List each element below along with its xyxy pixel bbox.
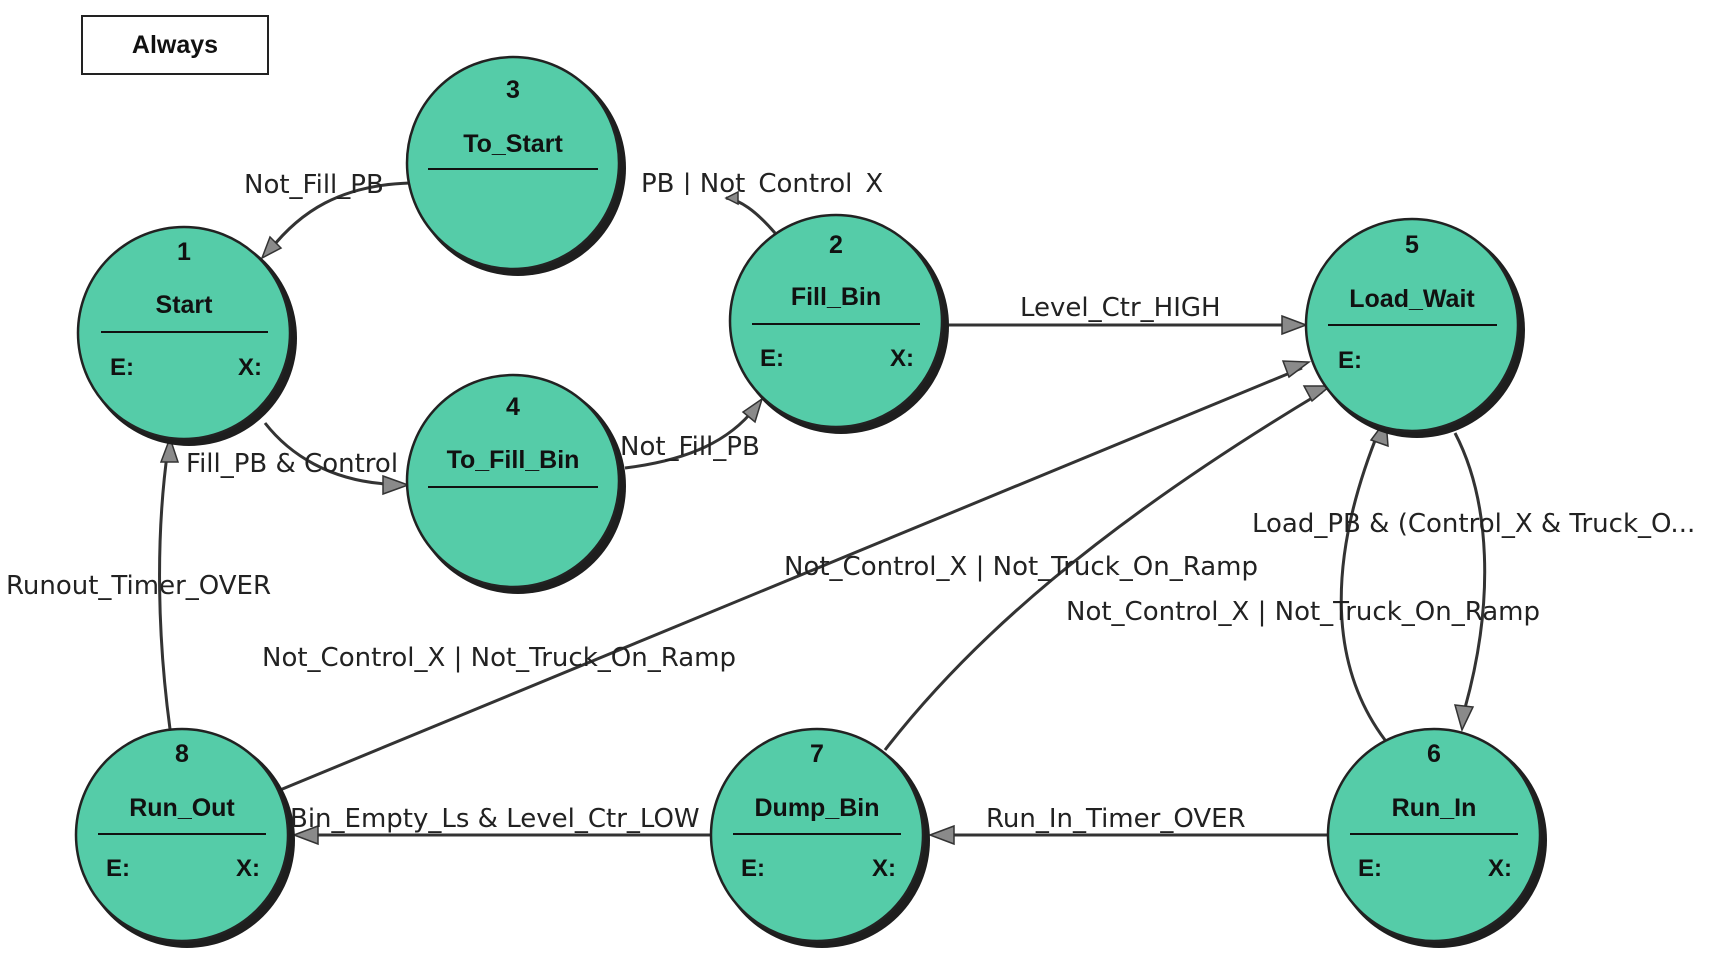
state-name: Run_In (1392, 794, 1477, 822)
arrowhead-8-to-1 (159, 435, 180, 463)
state-entry-label: E: (106, 855, 130, 882)
state-run-out[interactable]: 8 Run_Out E: X: (74, 727, 295, 948)
transition-line-3-to-1[interactable] (268, 181, 411, 251)
state-number: 8 (175, 740, 189, 768)
state-number: 1 (177, 238, 191, 266)
state-exit-label: X: (236, 855, 260, 882)
transition-labels: Not_Fill_PB _PB | Not_Control_X Fill_PB … (6, 169, 1695, 834)
state-entry-label: E: (110, 354, 134, 381)
arrowhead-2-to-3 (724, 190, 739, 206)
transition-line-4-to-2[interactable] (624, 407, 757, 470)
transitions (158, 181, 1487, 837)
transition-label-8-to-5[interactable]: Not_Control_X | Not_Truck_On_Ramp (262, 643, 736, 673)
state-name: Dump_Bin (755, 794, 880, 822)
state-exit-label: X: (238, 354, 262, 381)
state-name: To_Start (463, 130, 563, 158)
transition-line-6-to-5[interactable] (1339, 427, 1387, 741)
transition-label-3-to-1[interactable]: Not_Fill_PB (244, 170, 384, 200)
always-block[interactable]: Always (81, 15, 269, 75)
always-label: Always (131, 30, 219, 59)
state-number: 4 (506, 393, 520, 421)
state-circle (405, 373, 621, 589)
state-number: 2 (829, 231, 843, 259)
transition-label-1-to-4[interactable]: Fill_PB & Control (186, 449, 398, 479)
arrowhead-4-to-2 (741, 397, 764, 424)
state-number: 7 (810, 740, 824, 768)
transition-line-8-to-5[interactable] (279, 366, 1303, 792)
arrowhead-7-to-8 (291, 824, 319, 846)
arrowhead-5-to-6 (1453, 704, 1475, 733)
arrowhead-1-to-4 (382, 474, 411, 496)
transition-line-8-to-1[interactable] (158, 447, 172, 730)
transition-label-2-to-3[interactable]: _PB | Not_Control_X (627, 169, 883, 199)
state-exit-label: X: (872, 855, 896, 882)
transition-line-2-to-3[interactable] (725, 196, 777, 234)
state-entry-label: E: (1338, 347, 1362, 374)
state-run-in[interactable]: 6 Run_In E: X: (1326, 727, 1547, 948)
arrowhead-3-to-1 (260, 235, 283, 260)
state-number: 6 (1427, 740, 1441, 768)
state-entry-label: E: (741, 855, 765, 882)
transition-label-7-to-8[interactable]: Bin_Empty_Ls & Level_Ctr_LOW (290, 804, 700, 834)
state-name: To_Fill_Bin (447, 446, 580, 474)
arrowheads (159, 190, 1475, 846)
state-circle (728, 213, 944, 429)
state-name: Start (156, 291, 214, 319)
state-name: Fill_Bin (791, 283, 881, 311)
state-number: 3 (506, 76, 520, 104)
state-exit-label: X: (1488, 855, 1512, 882)
state-circle (405, 55, 621, 271)
arrowhead-2-to-5 (1281, 314, 1309, 336)
transition-label-7-to-5[interactable]: Not_Control_X | Not_Truck_On_Ramp (784, 552, 1258, 582)
transition-label-6-to-5[interactable]: Not_Control_X | Not_Truck_On_Ramp (1066, 597, 1540, 627)
state-to-fill-bin[interactable]: 4 To_Fill_Bin (405, 373, 626, 594)
transition-label-5-to-6[interactable]: Load_PB & (Control_X & Truck_O... (1252, 509, 1695, 539)
state-to-start[interactable]: 3 To_Start (405, 55, 626, 276)
state-number: 5 (1405, 231, 1419, 259)
state-start[interactable]: 1 Start E: X: (76, 225, 297, 446)
state-fill-bin[interactable]: 2 Fill_Bin E: X: (728, 213, 949, 434)
transition-line-5-to-6[interactable] (1453, 432, 1487, 709)
transition-label-6-to-7[interactable]: Run_In_Timer_OVER (986, 804, 1246, 834)
state-load-wait[interactable]: 5 Load_Wait E: (1304, 217, 1525, 438)
transition-line-7-to-5[interactable] (883, 390, 1323, 751)
state-name: Load_Wait (1349, 285, 1475, 313)
state-entry-label: E: (1358, 855, 1382, 882)
transition-line-1-to-4[interactable] (263, 422, 387, 486)
transition-label-4-to-2[interactable]: Not_Fill_PB (620, 432, 760, 462)
transition-label-8-to-1[interactable]: Runout_Timer_OVER (6, 571, 271, 601)
state-name: Run_Out (129, 794, 235, 822)
transition-label-2-to-5[interactable]: Level_Ctr_HIGH (1020, 293, 1221, 323)
state-exit-label: X: (890, 345, 914, 372)
state-dump-bin[interactable]: 7 Dump_Bin E: X: (709, 727, 930, 948)
arrowhead-8-to-5 (1281, 360, 1312, 379)
arrowhead-6-to-7 (927, 824, 955, 846)
state-entry-label: E: (760, 345, 784, 372)
arrowhead-7-to-5 (1302, 385, 1333, 403)
